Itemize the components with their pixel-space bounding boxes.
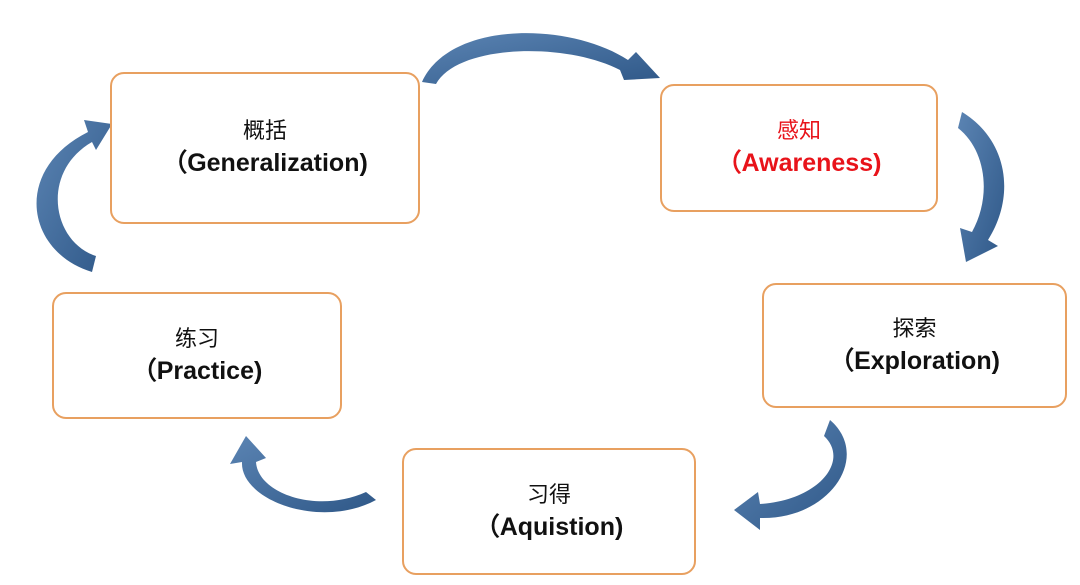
node-acquisition: 习得 （Aquistion): [402, 448, 696, 575]
arrow-acquisition-to-practice-icon: [230, 436, 376, 513]
arrow-awareness-to-exploration-icon: [958, 112, 1005, 262]
arrow-exploration-to-acquisition-icon: [734, 420, 847, 530]
arrow-generalization-to-awareness-icon: [422, 33, 660, 84]
node-practice: 练习 （Practice): [52, 292, 342, 419]
node-acquisition-chinese-label: 习得: [526, 482, 571, 508]
node-awareness: 感知 （Awareness): [660, 84, 938, 212]
node-practice-english-label: （Practice): [131, 356, 263, 385]
node-generalization-chinese-label: 概括: [242, 119, 287, 144]
node-awareness-chinese-label: 感知: [776, 119, 821, 144]
node-acquisition-english-label: （Aquistion): [474, 512, 624, 541]
arrow-practice-to-generalization-icon: [36, 120, 112, 272]
node-practice-chinese-label: 练习: [174, 326, 219, 352]
node-awareness-english-label: （Awareness): [716, 149, 882, 177]
node-generalization: 概括 （Generalization): [110, 72, 420, 224]
node-exploration: 探索 （Exploration): [762, 283, 1067, 408]
node-generalization-english-label: （Generalization): [162, 149, 368, 177]
node-exploration-english-label: （Exploration): [829, 346, 1000, 375]
node-exploration-chinese-label: 探索: [892, 316, 937, 342]
